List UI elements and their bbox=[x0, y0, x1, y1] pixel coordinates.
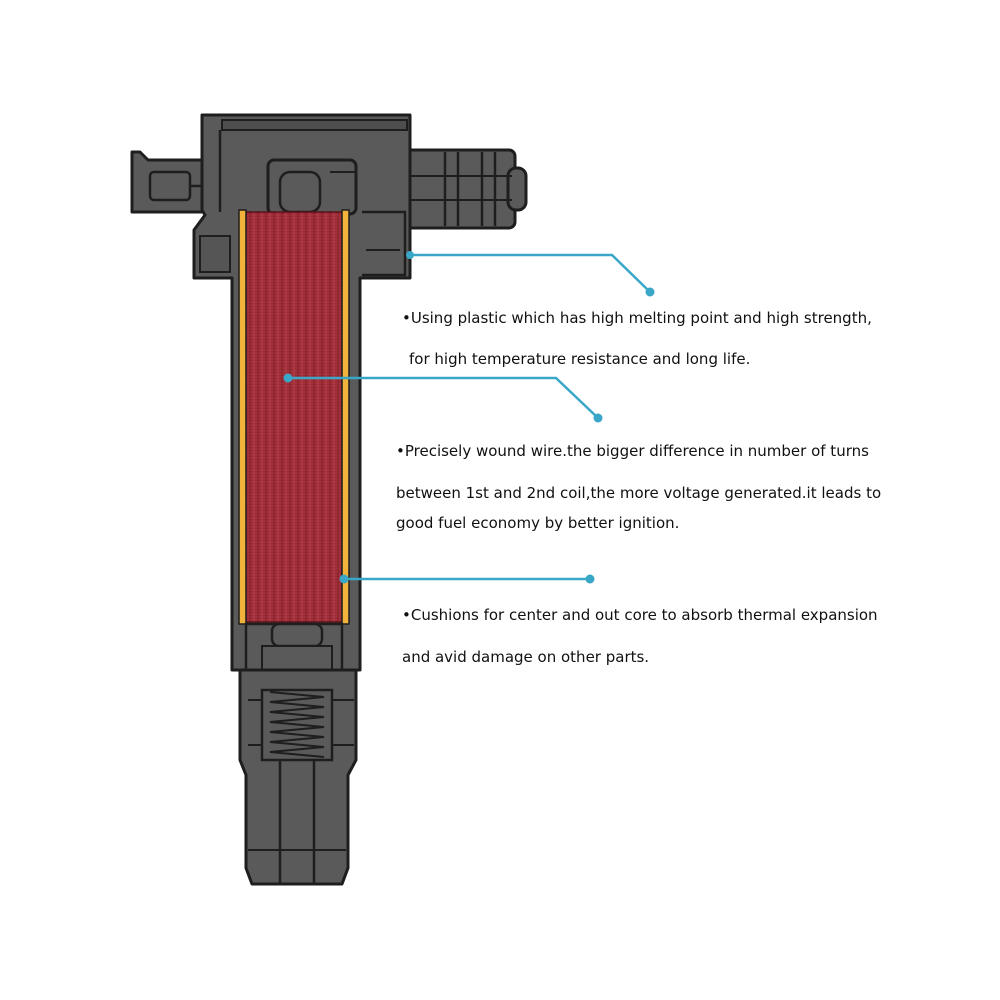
callout-line: •Precisely wound wire.the bigger differe… bbox=[396, 442, 869, 460]
callout-line: and avid damage on other parts. bbox=[402, 648, 650, 666]
mounting-bracket bbox=[130, 150, 210, 214]
callout-line: •Cushions for center and out core to abs… bbox=[402, 606, 878, 624]
callout-line: for high temperature resistance and long… bbox=[409, 350, 751, 368]
callout-line: good fuel economy by better ignition. bbox=[396, 514, 680, 532]
contact-spring bbox=[269, 691, 325, 758]
leader-cushion bbox=[339, 574, 595, 584]
callout-line: •Using plastic which has high melting po… bbox=[402, 309, 872, 327]
spark-plug-boot bbox=[238, 668, 358, 886]
leader-plastic bbox=[406, 251, 655, 297]
lower-core bbox=[244, 622, 344, 672]
connector bbox=[403, 148, 528, 230]
leader-winding bbox=[283, 373, 603, 423]
coil-winding bbox=[245, 211, 343, 623]
core-cushions bbox=[238, 209, 350, 625]
callout-line: between 1st and 2nd coil,the more voltag… bbox=[396, 484, 882, 502]
